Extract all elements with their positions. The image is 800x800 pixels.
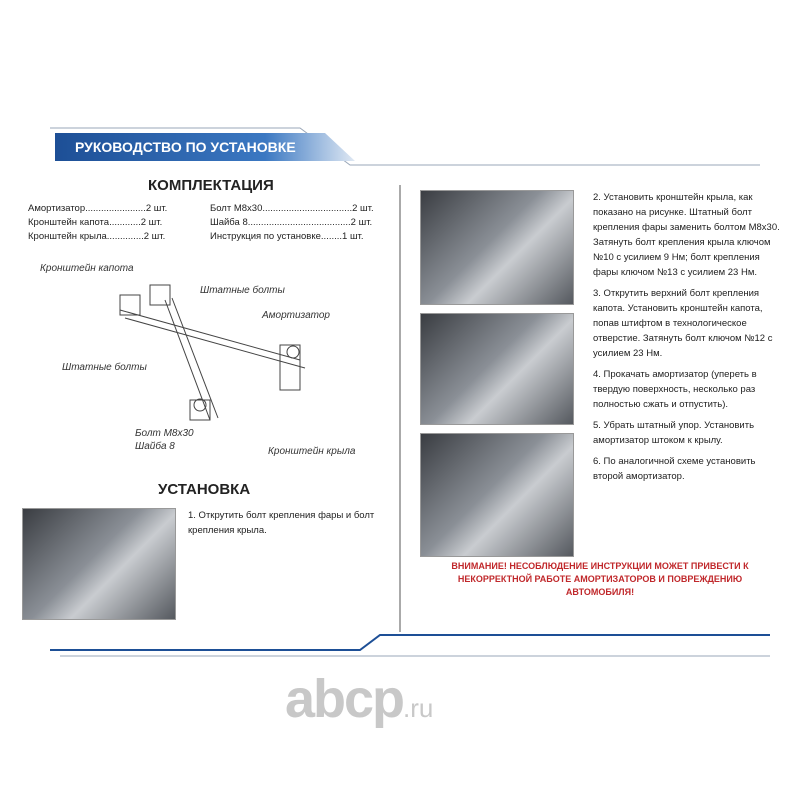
photo-step-4	[420, 433, 574, 557]
logo-main: abcp	[285, 669, 405, 729]
kit-item: Инструкция по установке........1 шт.	[210, 231, 364, 242]
photo-step-3	[420, 313, 574, 425]
step: 4. Прокачать амортизатор (упереть в твер…	[593, 369, 757, 410]
diagram-label: Кронштейн крыла	[268, 446, 356, 457]
strut-diagram	[119, 284, 306, 421]
page-title: РУКОВОДСТВО ПО УСТАНОВКЕ	[55, 133, 355, 161]
logo-suffix: .ru	[403, 693, 434, 723]
step: 2. Установить кронштейн крыла, как показ…	[593, 192, 780, 278]
install-title: УСТАНОВКА	[158, 481, 251, 498]
kit-list-right: Болт M8x30..............................…	[210, 202, 374, 244]
kit-list-left: Амортизатор.......................2 шт. …	[28, 202, 167, 244]
photo-step-2	[420, 190, 574, 305]
step: 3. Открутить верхний болт крепления капо…	[593, 288, 773, 359]
step: 6. По аналогичной схеме установить второ…	[593, 456, 756, 482]
diagram-label: Амортизатор	[262, 310, 330, 321]
diagram-label: Шайба 8	[135, 441, 175, 452]
kit-item: Кронштейн крыла..............2 шт.	[28, 231, 166, 242]
kit-title: КОМПЛЕКТАЦИЯ	[148, 177, 274, 194]
kit-item: Амортизатор.......................2 шт.	[28, 203, 168, 214]
diagram-label: Кронштейн капота	[40, 263, 134, 274]
steps-list: 2. Установить кронштейн крыла, как показ…	[593, 190, 783, 490]
abcp-logo: abcp.ru	[285, 668, 433, 730]
step: 5. Убрать штатный упор. Установить аморт…	[593, 420, 755, 446]
kit-item: Кронштейн капота............2 шт.	[28, 217, 163, 228]
diagram-label: Болт M8x30	[135, 428, 194, 439]
step-1: 1. Открутить болт крепления фары и болт …	[188, 510, 375, 536]
kit-item: Болт M8x30..............................…	[210, 203, 374, 214]
kit-item: Шайба 8.................................…	[210, 217, 373, 228]
diagram-label: Штатные болты	[62, 362, 147, 373]
photo-step-1	[22, 508, 176, 620]
diagram-label: Штатные болты	[200, 285, 285, 296]
warning-text: ВНИМАНИЕ! НЕСОБЛЮДЕНИЕ ИНСТРУКЦИИ МОЖЕТ …	[451, 561, 749, 597]
